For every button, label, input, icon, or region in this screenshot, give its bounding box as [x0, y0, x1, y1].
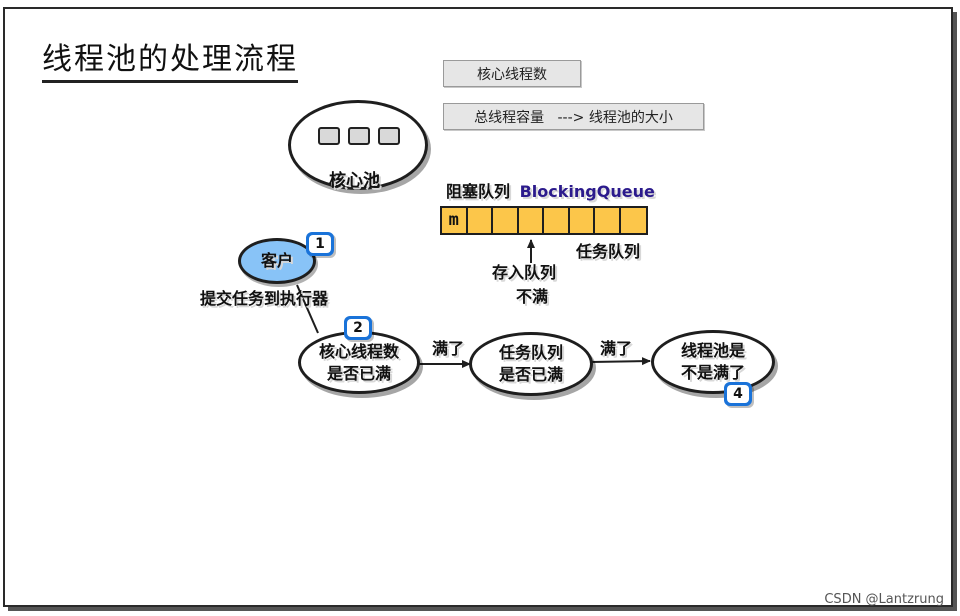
- queue-title-en: BlockingQueue: [519, 182, 655, 201]
- queue-cell: [595, 208, 621, 233]
- queue-caption: 任务队列: [576, 242, 641, 261]
- queue-check-line1: 任务队列: [498, 343, 563, 362]
- queue-cell: [518, 208, 544, 233]
- core-check-line1: 核心线程数: [318, 341, 399, 361]
- step-number: 2: [347, 319, 369, 337]
- core-pool-label: 核心池: [329, 171, 380, 191]
- client-label: 客户: [260, 251, 293, 270]
- queue-check-node: 任务队列 是否已满: [469, 332, 593, 396]
- step-badge-1: 1: [306, 232, 334, 256]
- queue-cell: [493, 208, 519, 233]
- step-number: 1: [309, 235, 331, 253]
- core-check-node: 核心线程数 是否已满: [298, 331, 420, 394]
- queue-cell: [620, 208, 646, 233]
- queue-cell: [544, 208, 570, 233]
- step-badge-2: 2: [344, 316, 372, 340]
- queue-check-line2: 是否已满: [498, 365, 563, 384]
- full-label-2: 满了: [600, 339, 633, 358]
- submit-label: 提交任务到执行器: [200, 289, 329, 308]
- pool-check-line1: 线程池是: [680, 341, 745, 360]
- blocking-queue: m: [440, 206, 648, 235]
- core-thread-slot: [318, 127, 340, 145]
- pool-check-node: 线程池是 不是满了: [651, 330, 775, 394]
- step-number: 4: [727, 385, 749, 403]
- step-badge-4: 4: [724, 382, 752, 406]
- queue-cell: [569, 208, 595, 233]
- queue-title-cn: 阻塞队列: [446, 182, 511, 201]
- queue-cell: m: [442, 208, 468, 233]
- core-pool-ellipse: [288, 100, 428, 190]
- pool-check-line2: 不是满了: [680, 363, 745, 382]
- store-label: 存入队列: [492, 263, 557, 282]
- queue-cell: [467, 208, 493, 233]
- core-thread-slot: [348, 127, 370, 145]
- core-check-line2: 是否已满: [326, 363, 391, 383]
- full-label-1: 满了: [432, 339, 465, 358]
- not-full-label: 不满: [516, 287, 549, 306]
- queue-title: 阻塞队列 BlockingQueue: [446, 181, 655, 203]
- diagram-title: 线程池的处理流程: [42, 34, 298, 83]
- core-thread-slot: [378, 127, 400, 145]
- legend-total-capacity: 总线程容量 ---> 线程池的大小: [443, 103, 704, 130]
- client-node: 客户: [238, 238, 316, 284]
- submit-connector: [296, 284, 319, 334]
- watermark: CSDN @Lantzrung: [824, 592, 944, 607]
- arrow-queue-check-to-pool-check: [590, 357, 651, 366]
- legend-core-threads: 核心线程数: [443, 60, 581, 87]
